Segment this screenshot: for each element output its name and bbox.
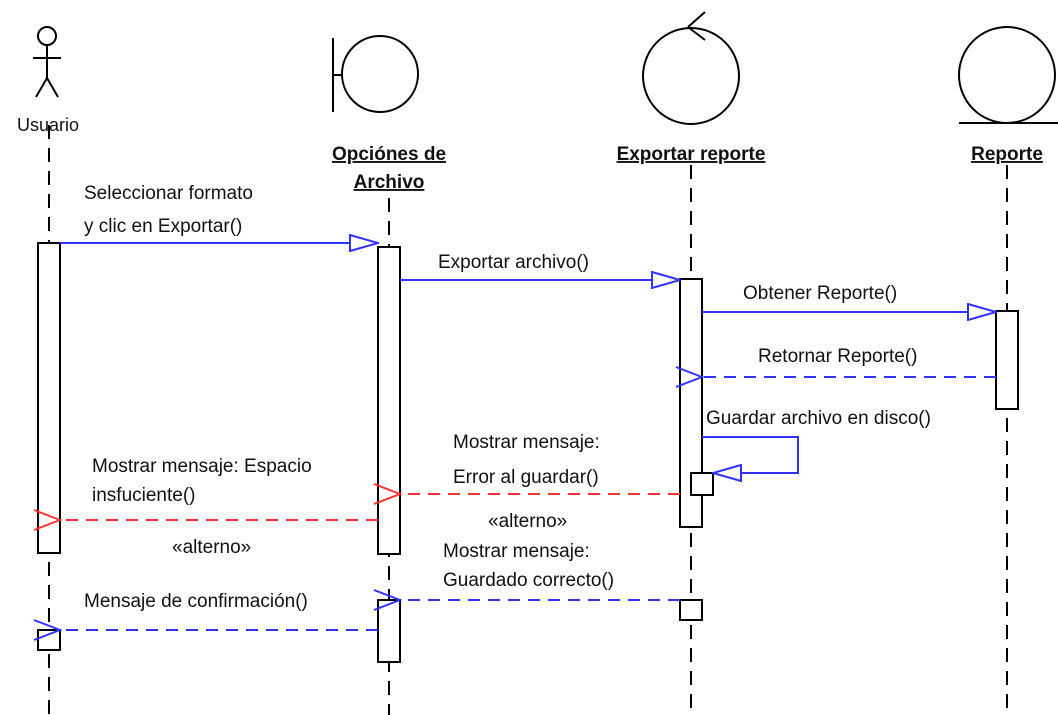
- message-guardado-correcto: Mostrar mensaje: Guardado correcto(): [400, 541, 680, 600]
- activation-exportar-confirmacion: [679, 599, 703, 621]
- actor-icon: [33, 26, 61, 98]
- participant-name: Exportar reporte: [617, 144, 766, 165]
- participant-exportar-reporte: Exportar reporte: [617, 11, 766, 165]
- boundary-icon: [332, 35, 419, 113]
- message-label: Mensaje de confirmación(): [84, 591, 308, 612]
- activation-usuario: [37, 242, 61, 554]
- message-seleccionar-formato: Seleccionar formato y clic en Exportar(): [60, 183, 378, 243]
- activation-reporte: [995, 310, 1019, 410]
- participant-opciones-de-archivo: Opciónes de Archivo: [332, 35, 446, 193]
- activation-opciones: [377, 246, 401, 555]
- message-label-line2: Error al guardar(): [453, 467, 599, 488]
- message-confirmacion: Mensaje de confirmación(): [60, 591, 378, 630]
- message-exportar-archivo: Exportar archivo(): [400, 252, 680, 280]
- message-guardar-archivo: Guardar archivo en disco(): [702, 408, 931, 473]
- message-label: Exportar archivo(): [438, 252, 589, 273]
- message-label-line1: Mostrar mensaje:: [443, 541, 590, 562]
- participant-name-line2: Archivo: [354, 172, 425, 193]
- participant-name: Usuario: [17, 115, 79, 135]
- message-label-line1: Seleccionar formato: [84, 183, 253, 204]
- activation-opciones-confirmacion: [377, 599, 401, 663]
- message-label-line1: Mostrar mensaje: Espacio: [92, 456, 312, 477]
- entity-icon: [958, 26, 1058, 124]
- message-arrow-loop: [702, 436, 799, 473]
- activation-exportar: [679, 278, 703, 528]
- message-label: Obtener Reporte(): [743, 283, 897, 304]
- activation-exportar-self: [690, 472, 714, 496]
- control-icon: [642, 11, 740, 125]
- message-label-line2: y clic en Exportar(): [84, 216, 242, 237]
- participant-reporte: Reporte: [958, 26, 1058, 165]
- message-stereotype: «alterno»: [172, 537, 251, 558]
- activation-usuario-confirmacion: [37, 629, 61, 651]
- message-label-line2: insfuciente(): [92, 485, 196, 506]
- participant-name: Reporte: [971, 144, 1043, 165]
- message-label-line1: Mostrar mensaje:: [453, 432, 600, 453]
- message-error-al-guardar: Mostrar mensaje: Error al guardar() «alt…: [400, 432, 680, 532]
- participant-name-line1: Opciónes de: [332, 144, 446, 165]
- message-label-line2: Guardado correcto(): [443, 570, 614, 591]
- message-label: Guardar archivo en disco(): [706, 408, 931, 429]
- message-obtener-reporte: Obtener Reporte(): [702, 283, 996, 312]
- participant-usuario: Usuario: [17, 26, 79, 135]
- message-retornar-reporte: Retornar Reporte(): [702, 346, 996, 377]
- message-espacio-insuficiente: Mostrar mensaje: Espacio insfuciente() «…: [60, 456, 378, 558]
- message-stereotype: «alterno»: [488, 511, 567, 532]
- message-label: Retornar Reporte(): [758, 346, 917, 367]
